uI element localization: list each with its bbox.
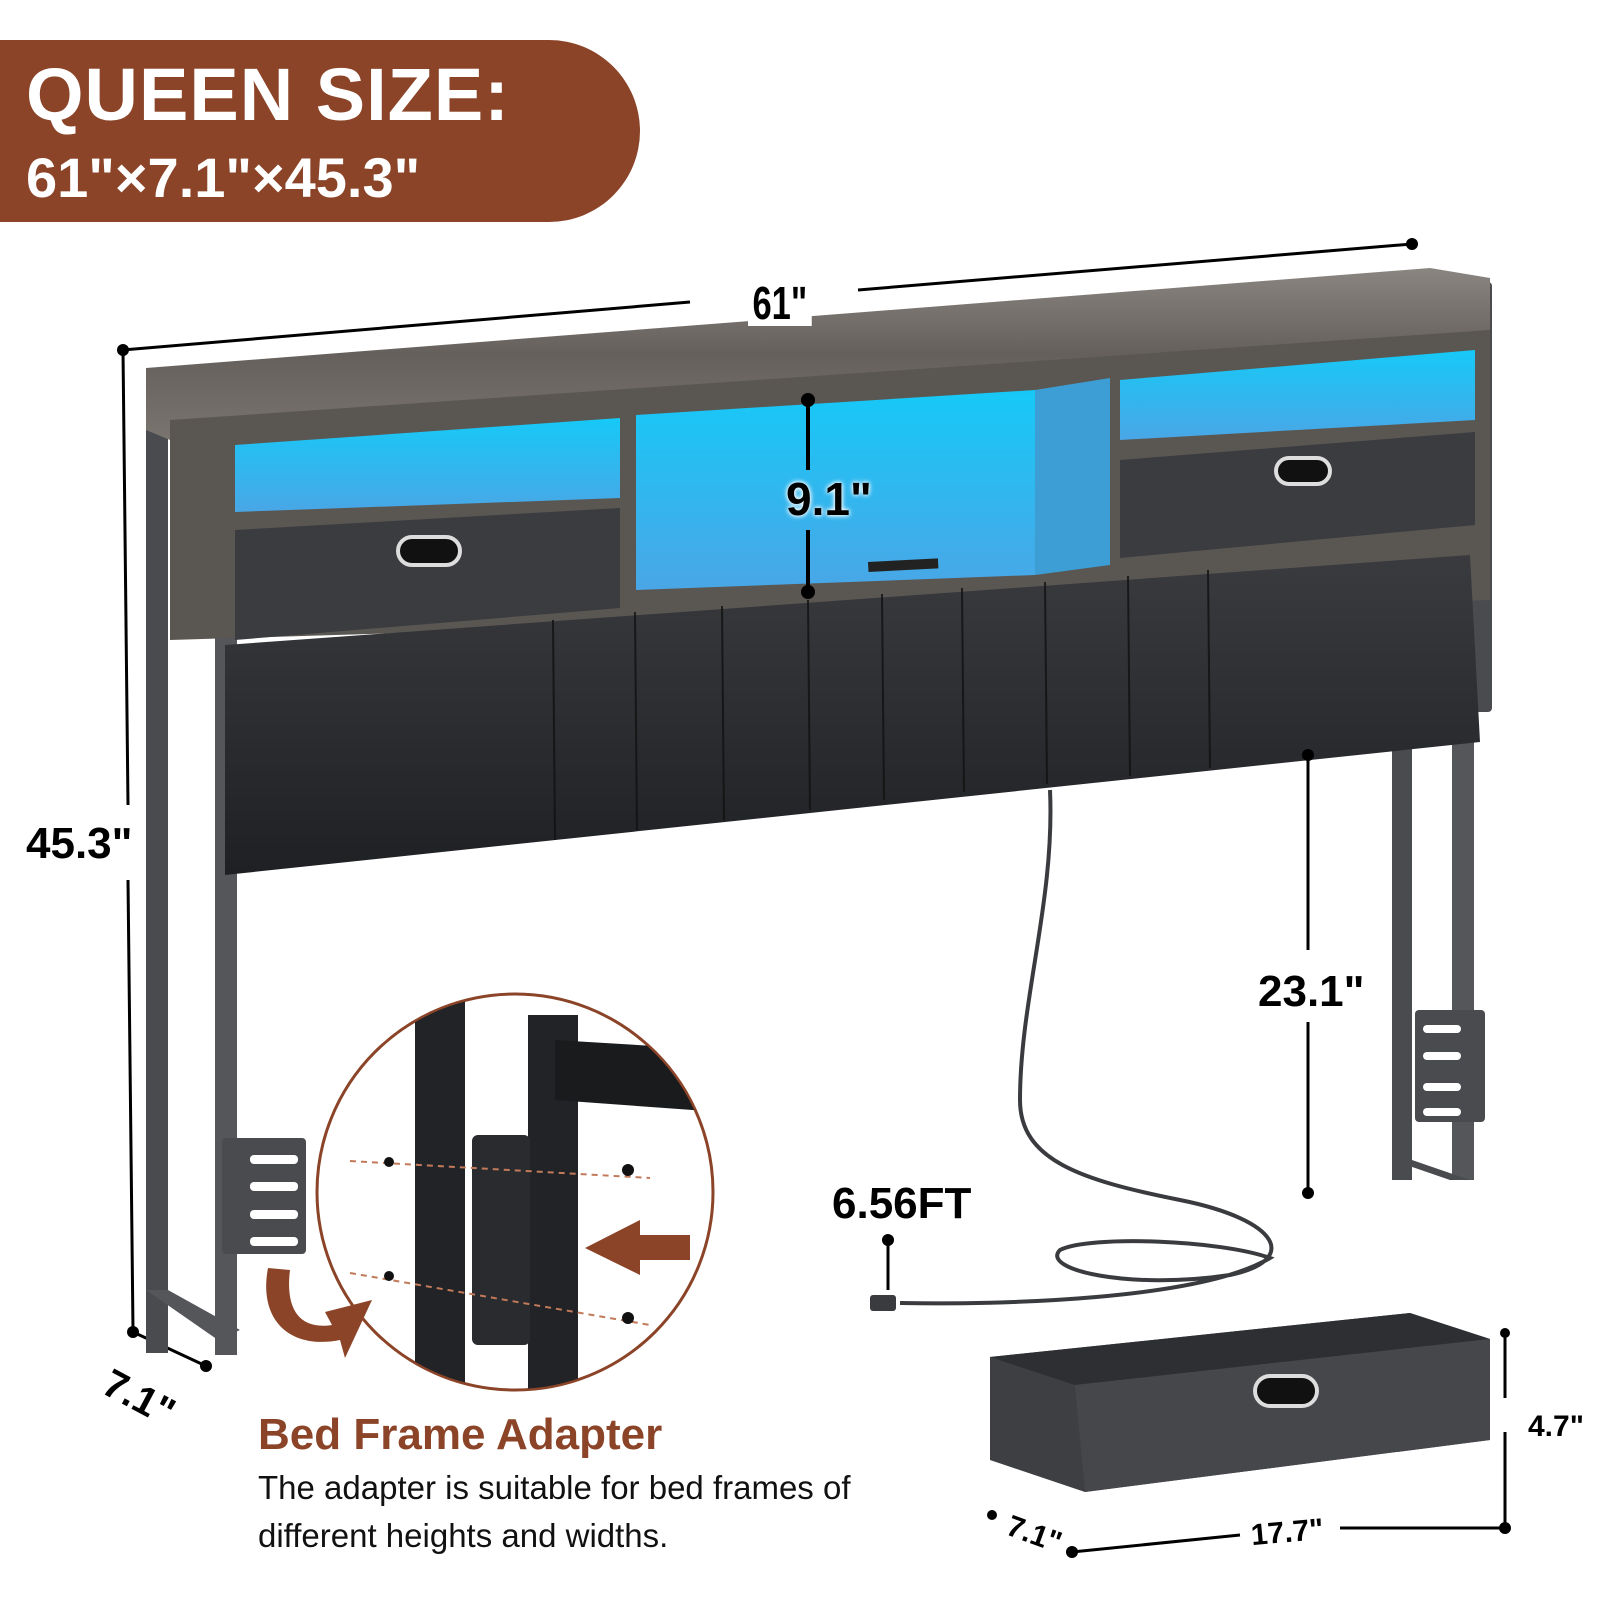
adapter-zoom-circle: [315, 992, 715, 1392]
storage-bin-illustration: [987, 1313, 1511, 1558]
clearance-dimension-line: [1302, 749, 1314, 1199]
adapter-description: The adapter is suitable for bed frames o…: [258, 1469, 851, 1554]
height-dimension-line: [121, 349, 212, 1372]
top-shelf: [146, 268, 1490, 440]
drawer-width-label: 17.7": [1249, 1512, 1325, 1553]
push-arrow-icon: [585, 1220, 690, 1275]
drawer-height-label: 4.7": [1528, 1410, 1584, 1443]
leather-headboard: [225, 555, 1480, 875]
size-banner: [0, 40, 640, 222]
shelf-height-dimension-line: [801, 393, 815, 599]
banner-dimensions: 61"×7.1"×45.3": [26, 146, 421, 209]
right-adapter-plate: [1392, 1010, 1485, 1180]
cord-length-label: 6.56FT: [832, 1179, 972, 1228]
adapter-title: Bed Frame Adapter: [258, 1410, 663, 1459]
right-drawer: [1120, 432, 1475, 558]
left-drawer: [235, 508, 620, 640]
width-label: 61": [748, 280, 812, 326]
power-cord: [899, 789, 1275, 1306]
left-cubby-led: [235, 418, 620, 512]
center-led-shelf: [636, 390, 1035, 590]
right-cubby-led: [1120, 350, 1475, 440]
curved-arrow-icon: [266, 1268, 372, 1358]
banner-title: QUEEN SIZE:: [26, 53, 510, 136]
plug-icon: [870, 1295, 896, 1311]
shelf-height-label: 9.1": [786, 473, 872, 525]
left-adapter-plate: [146, 1138, 306, 1340]
leg-clearance-label: 23.1": [1252, 970, 1371, 1014]
total-height-label: 45.3": [20, 822, 139, 866]
